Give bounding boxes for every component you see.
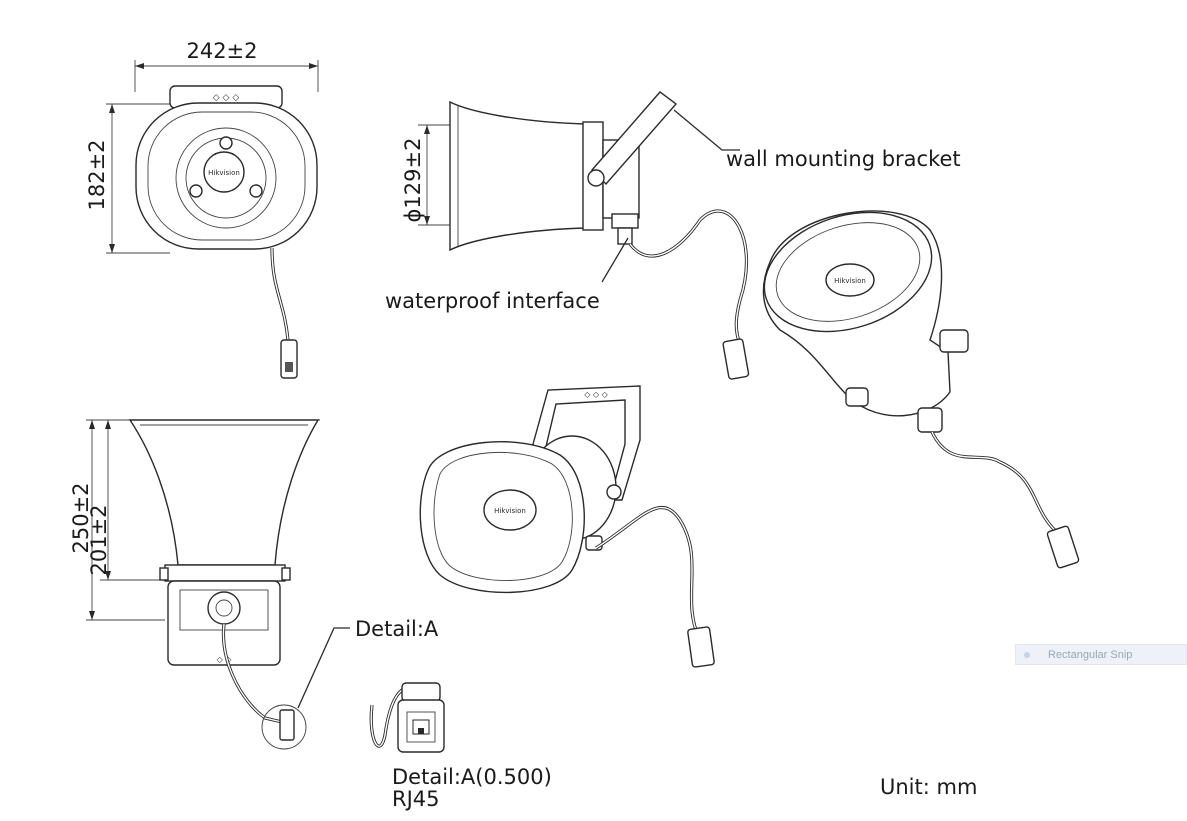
snip-icon [1024, 651, 1030, 658]
svg-text:◇ ◇ ◇: ◇ ◇ ◇ [213, 93, 240, 103]
detail-callout: Detail:A [355, 617, 439, 641]
iso-view-middle: ◇ ◇ ◇ Hikvision [419, 385, 715, 668]
height-dimension: 182±2 [85, 139, 109, 210]
rectangular-snip-overlay[interactable]: Rectangular Snip [1015, 644, 1187, 665]
detail-scale-label: Detail:A(0.500) [392, 765, 552, 789]
unit-label: Unit: mm [880, 775, 977, 799]
rj45-label: RJ45 [392, 787, 440, 811]
iso-view-right: Hikvision [762, 210, 1080, 569]
svg-text:◇ ◇: ◇ ◇ [217, 655, 233, 664]
logo-iso-right: Hikvision [834, 277, 866, 285]
profile-view: 250±2 201±2 ◇ ◇ [69, 419, 350, 750]
logo-iso-middle: Hikvision [494, 507, 526, 515]
detail-a-view [369, 682, 445, 753]
front-view: 242±2 182±2 ◇ ◇ ◇ Hikvision [85, 39, 319, 379]
total-height-dimension: 250±2 [69, 482, 93, 553]
bracket-callout: wall mounting bracket [726, 147, 961, 171]
diameter-dimension: ϕ129±2 [401, 138, 425, 223]
side-view: ϕ129±2 [401, 91, 750, 380]
logo-front: Hikvision [208, 169, 240, 177]
horn-height-dimension: 201±2 [87, 504, 111, 575]
width-dimension: 242±2 [186, 39, 257, 63]
snip-label: Rectangular Snip [1048, 648, 1133, 661]
svg-text:◇ ◇ ◇: ◇ ◇ ◇ [584, 390, 608, 399]
interface-callout: waterproof interface [385, 289, 600, 313]
